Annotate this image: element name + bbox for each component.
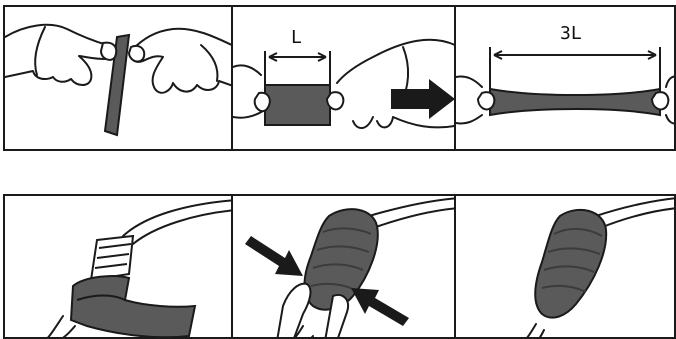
tape-stretched [489,87,661,117]
stretch-arrow-icon [391,79,455,119]
connector [89,234,135,282]
panel-tape-length: L [231,5,457,151]
panel-wrap-connector [3,194,234,339]
right-hand-outline [129,27,232,94]
left-hand-outline [233,64,264,119]
left-hand-outline [5,23,114,86]
press-arrow-right-icon [351,288,409,326]
tape-strip [103,33,131,137]
panel-peel-tape [3,5,234,151]
right-hand-outline [336,38,455,129]
panel-press-wrap [231,194,457,339]
cable-lower [47,315,76,337]
stretched-length-label: 3L [560,23,582,44]
press-arrow-left-icon [245,236,303,276]
panel-finished-wrap [454,194,676,339]
panel-tape-stretched: 3L [454,5,676,151]
tape-unstretched [264,84,331,126]
cable-upper [122,199,232,245]
length-label: L [291,27,302,48]
finished-tape [534,208,608,319]
tape-wrap [69,275,197,337]
